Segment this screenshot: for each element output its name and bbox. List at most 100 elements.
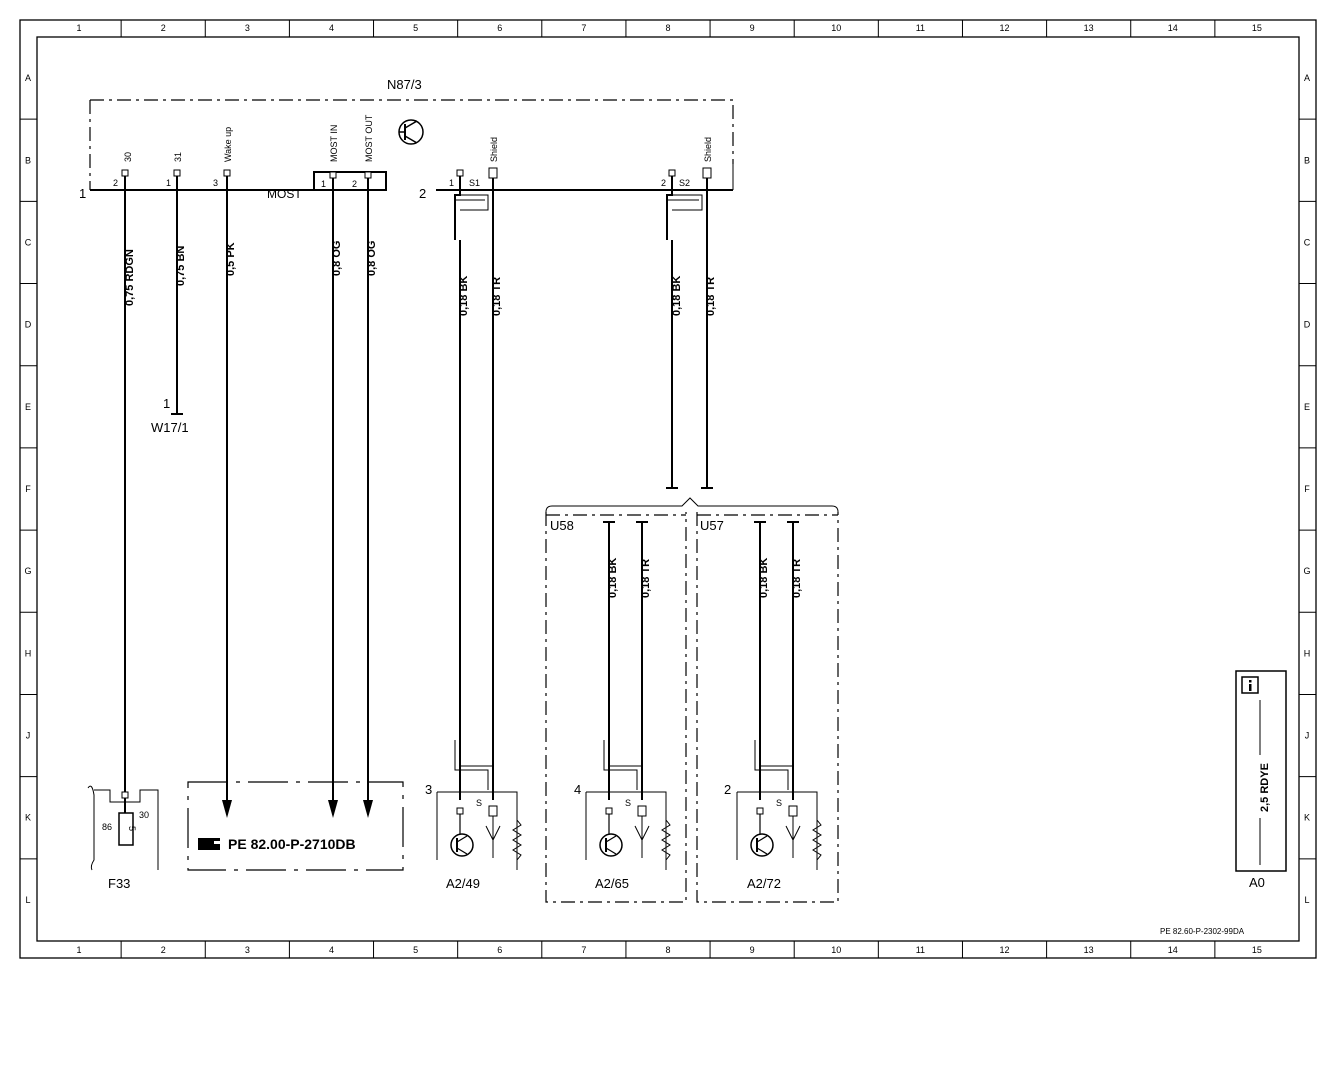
grid-row-label: H [25,648,32,658]
pin-num: 2 [352,179,357,189]
antenna-name: A2/65 [595,876,629,891]
grid-col-label: 3 [245,945,250,955]
most-connector-box [313,171,387,191]
document-id: PE 82.60-P-2302-99DA [1160,927,1245,936]
antenna-modules: 3 S A2/49 4 [425,740,822,891]
grid-col-label: 3 [245,23,250,33]
grid-col-label: 13 [1084,23,1094,33]
grid-col-label: 8 [665,23,670,33]
wire-label: 0,18 TR [791,559,803,598]
grid-row-label: G [1303,566,1310,576]
reference-text: PE 82.00-P-2710DB [228,836,356,852]
pin-num: 2 [113,178,118,188]
connector-1-label: 1 [79,186,86,201]
control-unit-name: N87/3 [387,77,422,92]
wire-label: 0,75 BN [175,246,187,286]
grid-col-label: 14 [1168,945,1178,955]
wire-label: 0,8 OG [366,241,378,276]
grid-col-label: 15 [1252,945,1262,955]
grid-row-label: E [1304,402,1310,412]
f33-right: 30 [139,810,149,820]
grid-col-label: 12 [1000,23,1010,33]
antenna-pin: 3 [425,782,432,797]
grid-row-label: F [1304,484,1310,494]
grid-row-label: J [26,731,31,741]
wire-label: 0,18 BK [607,558,619,598]
grid-col-label: 10 [831,23,841,33]
pin-num: 1 [166,178,171,188]
coil-icon [812,819,822,861]
coil-icon [661,819,671,861]
wire-label: 0,18 BK [758,558,770,598]
antenna-shield: S [776,798,782,808]
info-wire-label: 2,5 RDYE [1259,763,1271,812]
pin-func-shield-1: Shield [489,137,499,162]
grid-row-label: D [25,320,32,330]
antenna-name: A2/72 [747,876,781,891]
wire-label: 0,18 BK [671,276,683,316]
connector-2-label: 2 [419,186,426,201]
main-wires [124,176,713,818]
splice-u57: U57 [700,518,724,533]
wire-label: 0,5 PK [225,242,237,276]
wire-label: 0,18 TR [491,277,503,316]
grid-col-label: 5 [413,23,418,33]
grid-row-label: K [1304,813,1310,823]
fuse-f33: 86 30 5 F33 [87,785,159,891]
antenna-a2-65: 4 S A2/65 [574,740,671,891]
antenna-pin: 2 [724,782,731,797]
wire-label: 0,18 TR [640,559,652,598]
grid-col-label: 10 [831,945,841,955]
grid-col-label: 14 [1168,23,1178,33]
coil-icon [512,819,522,861]
grid-row-label: C [1304,237,1311,247]
pin-func-shield-2: Shield [703,137,713,162]
splice-u58: U58 [550,518,574,533]
grid-row-label: L [25,895,30,905]
pointing-hand-icon [198,838,222,850]
grid-col-label: 9 [750,945,755,955]
pin-func-30: 30 [123,152,133,162]
grid-row-label: A [1304,73,1310,83]
antenna-name: A2/49 [446,876,480,891]
grid-col-label: 11 [916,23,925,33]
antenna-pin: 4 [574,782,581,797]
antenna-shield: S [476,798,482,808]
w17-name: W17/1 [151,420,189,435]
f33-inner: 5 [127,826,137,831]
transistor-icon [750,814,774,857]
antenna-icon [634,816,650,858]
f33-left: 86 [102,822,112,832]
grid-row-label: F [25,484,31,494]
grid-row-label: B [1304,155,1310,165]
grid-col-label: 4 [329,945,334,955]
w17-pin: 1 [163,396,170,411]
wire-label: 0,75 RDGN [124,249,136,306]
grid-col-label: 13 [1084,945,1094,955]
grid-col-label: 1 [77,945,82,955]
pin-func-31: 31 [173,152,183,162]
pin-num: 3 [213,178,218,188]
grid-col-label: 6 [497,23,502,33]
grid-col-label: 6 [497,945,502,955]
pin-num: 1 [449,178,454,188]
grid-col-label: 2 [161,945,166,955]
control-unit-n87-3: N87/3 1 MOST 2 30 31 Wake up MOST IN MOS… [79,77,734,201]
grid-col-label: 5 [413,945,418,955]
grid-col-label: 7 [581,23,586,33]
grid-row-label: J [1305,731,1310,741]
wire-labels: 0,75 RDGN 0,75 BN 0,5 PK 0,8 OG 0,8 OG 0… [124,241,717,316]
grid-row-label: C [25,237,32,247]
transistor-icon [398,119,424,145]
antenna-icon [485,816,501,858]
pin-sub: S2 [679,178,690,188]
grid-col-label: 11 [916,945,925,955]
grid-col-label: 4 [329,23,334,33]
wire-label: 0,18 TR [705,277,717,316]
info-icon [1241,676,1259,694]
antenna-a2-49: 3 S A2/49 [425,740,522,891]
grid-col-label: 9 [750,23,755,33]
f33-name: F33 [108,876,130,891]
